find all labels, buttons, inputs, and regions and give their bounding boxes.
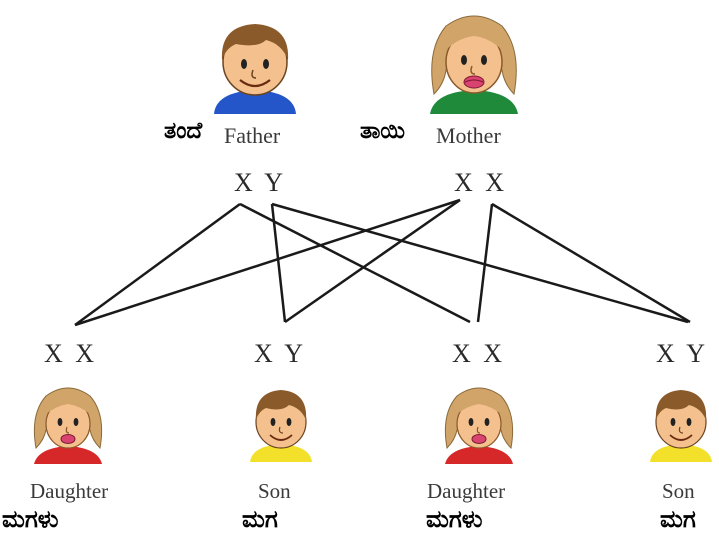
line-mother-x-to-child1 — [74, 198, 461, 327]
child-2-label-kannada: ಮಗ — [242, 505, 278, 533]
son-face-icon — [250, 390, 312, 462]
child-1-label-kannada: ಮಗಳು — [2, 505, 59, 533]
line-father-y-to-child2 — [270, 203, 287, 323]
child-2-label: Son — [258, 479, 291, 503]
father-face-icon — [214, 24, 296, 114]
child-3-label: Daughter — [427, 479, 506, 503]
son-face-icon — [650, 390, 712, 462]
line-father-y-to-child4 — [271, 202, 689, 324]
line-father-x-to-child1 — [74, 202, 241, 327]
daughter-face-icon — [33, 387, 103, 464]
line-father-x-to-child3 — [239, 202, 471, 324]
mother-label-kannada: ತಾಯಿ — [360, 118, 406, 144]
daughter-face-icon — [444, 387, 514, 464]
mother-label: Mother — [436, 123, 501, 148]
child-4-label-kannada: ಮಗ — [660, 505, 696, 533]
child-1-label: Daughter — [30, 479, 109, 503]
mother-chromosomes: X X — [454, 168, 508, 197]
father-label-kannada: ತಂದೆ — [164, 118, 203, 144]
line-mother-x2-to-child3 — [476, 203, 494, 323]
line-mother-x-to-child2 — [284, 198, 461, 324]
child-1-chromosomes: X X — [44, 339, 98, 368]
child-3-label-kannada: ಮಗಳು — [426, 505, 483, 533]
father-chromosomes: X Y — [234, 168, 287, 197]
line-mother-x2-to-child4 — [491, 202, 691, 324]
father-label: Father — [224, 123, 281, 148]
mother-face-icon — [430, 15, 518, 114]
child-4-label: Son — [662, 479, 695, 503]
child-2-chromosomes: X Y — [254, 339, 307, 368]
child-4-chromosomes: X Y — [656, 339, 709, 368]
child-3-chromosomes: X X — [452, 339, 506, 368]
